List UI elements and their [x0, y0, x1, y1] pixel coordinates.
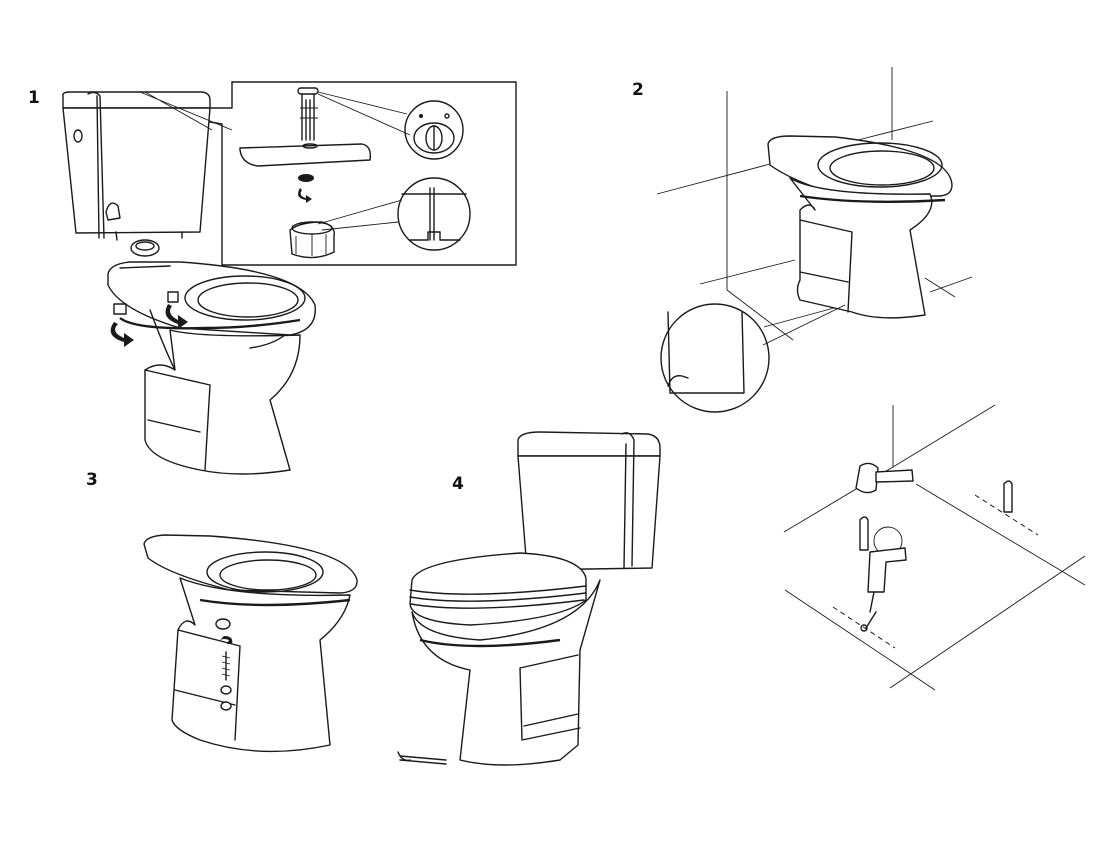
- step-number-4: 4: [452, 474, 464, 494]
- rotate-arrow-icon: [165, 304, 188, 329]
- cistern: [62, 91, 233, 241]
- bowl: [107, 261, 316, 475]
- step-1-illustration: [62, 81, 517, 475]
- step-number-3: 3: [86, 470, 98, 490]
- nut: [113, 303, 127, 315]
- wall-plug-icon: [1003, 480, 1013, 513]
- drill-icon: [865, 547, 907, 629]
- cover-cap: [215, 618, 231, 630]
- detail-box: [209, 81, 517, 266]
- step-2-illustration: [656, 67, 973, 413]
- step-4-illustration: [397, 431, 661, 766]
- drill-panel-illustration: [783, 404, 1086, 691]
- rotate-arrow-icon: [110, 322, 134, 347]
- step-number-1: 1: [28, 88, 40, 108]
- wall-plug-icon: [859, 516, 869, 551]
- step-number-2: 2: [632, 80, 644, 100]
- rotate-arrow-icon: [220, 636, 233, 644]
- rotate-arrow-icon: [298, 188, 312, 203]
- mallet-icon: [855, 462, 914, 494]
- zoom-circle-marking: [660, 303, 770, 413]
- step-3-illustration: [143, 534, 358, 753]
